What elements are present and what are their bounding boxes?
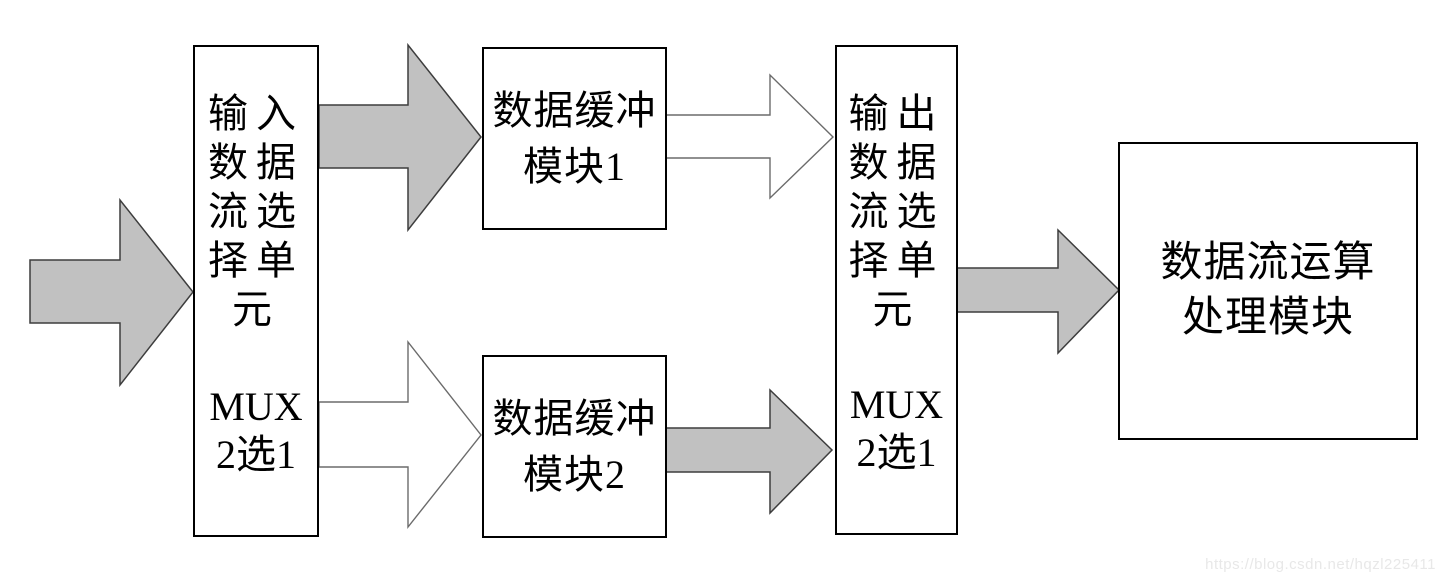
input-mux-box: 输入数据流选择单元 MUX 2选1 [193, 45, 319, 537]
buffer1-to-output-mux-arrow [665, 73, 835, 200]
input-mux-label: MUX [209, 384, 303, 429]
processing-module-box: 数据流运算 处理模块 [1118, 142, 1418, 440]
buffer-module-2-line1: 数据缓冲 [492, 395, 657, 441]
input-mux-mode: 2选1 [216, 432, 296, 477]
buffer-module-1-box: 数据缓冲 模块1 [482, 47, 667, 230]
mux-to-buffer2-arrow [318, 339, 482, 530]
output-mux-box: 输出数据流选择单元 MUX 2选1 [835, 45, 958, 535]
buffer-module-2-line2: 模块2 [523, 451, 626, 497]
output-mux-caption: MUX 2选1 [850, 381, 943, 477]
input-mux-title: 输入数据流选择单元 [208, 91, 304, 332]
output-mux-title: 输出数据流选择单元 [848, 91, 945, 332]
mux-to-buffer1-arrow [318, 42, 482, 233]
output-mux-to-processor-arrow [956, 228, 1121, 355]
output-mux-label: MUX [849, 382, 944, 427]
output-mux-mode: 2选1 [856, 430, 937, 475]
watermark-text: https://blog.csdn.net/hqzl225411 [1205, 556, 1436, 573]
input-mux-caption: MUX 2选1 [209, 383, 302, 479]
buffer2-to-output-mux-arrow [665, 388, 834, 515]
processing-module-line2: 处理模块 [1181, 295, 1354, 341]
input-flow-arrow [29, 197, 194, 388]
processing-module-line1: 数据流运算 [1160, 240, 1376, 286]
buffer-module-1-line1: 数据缓冲 [492, 87, 657, 133]
buffer-module-1-line2: 模块1 [523, 143, 626, 189]
buffer-module-2-box: 数据缓冲 模块2 [482, 355, 667, 538]
